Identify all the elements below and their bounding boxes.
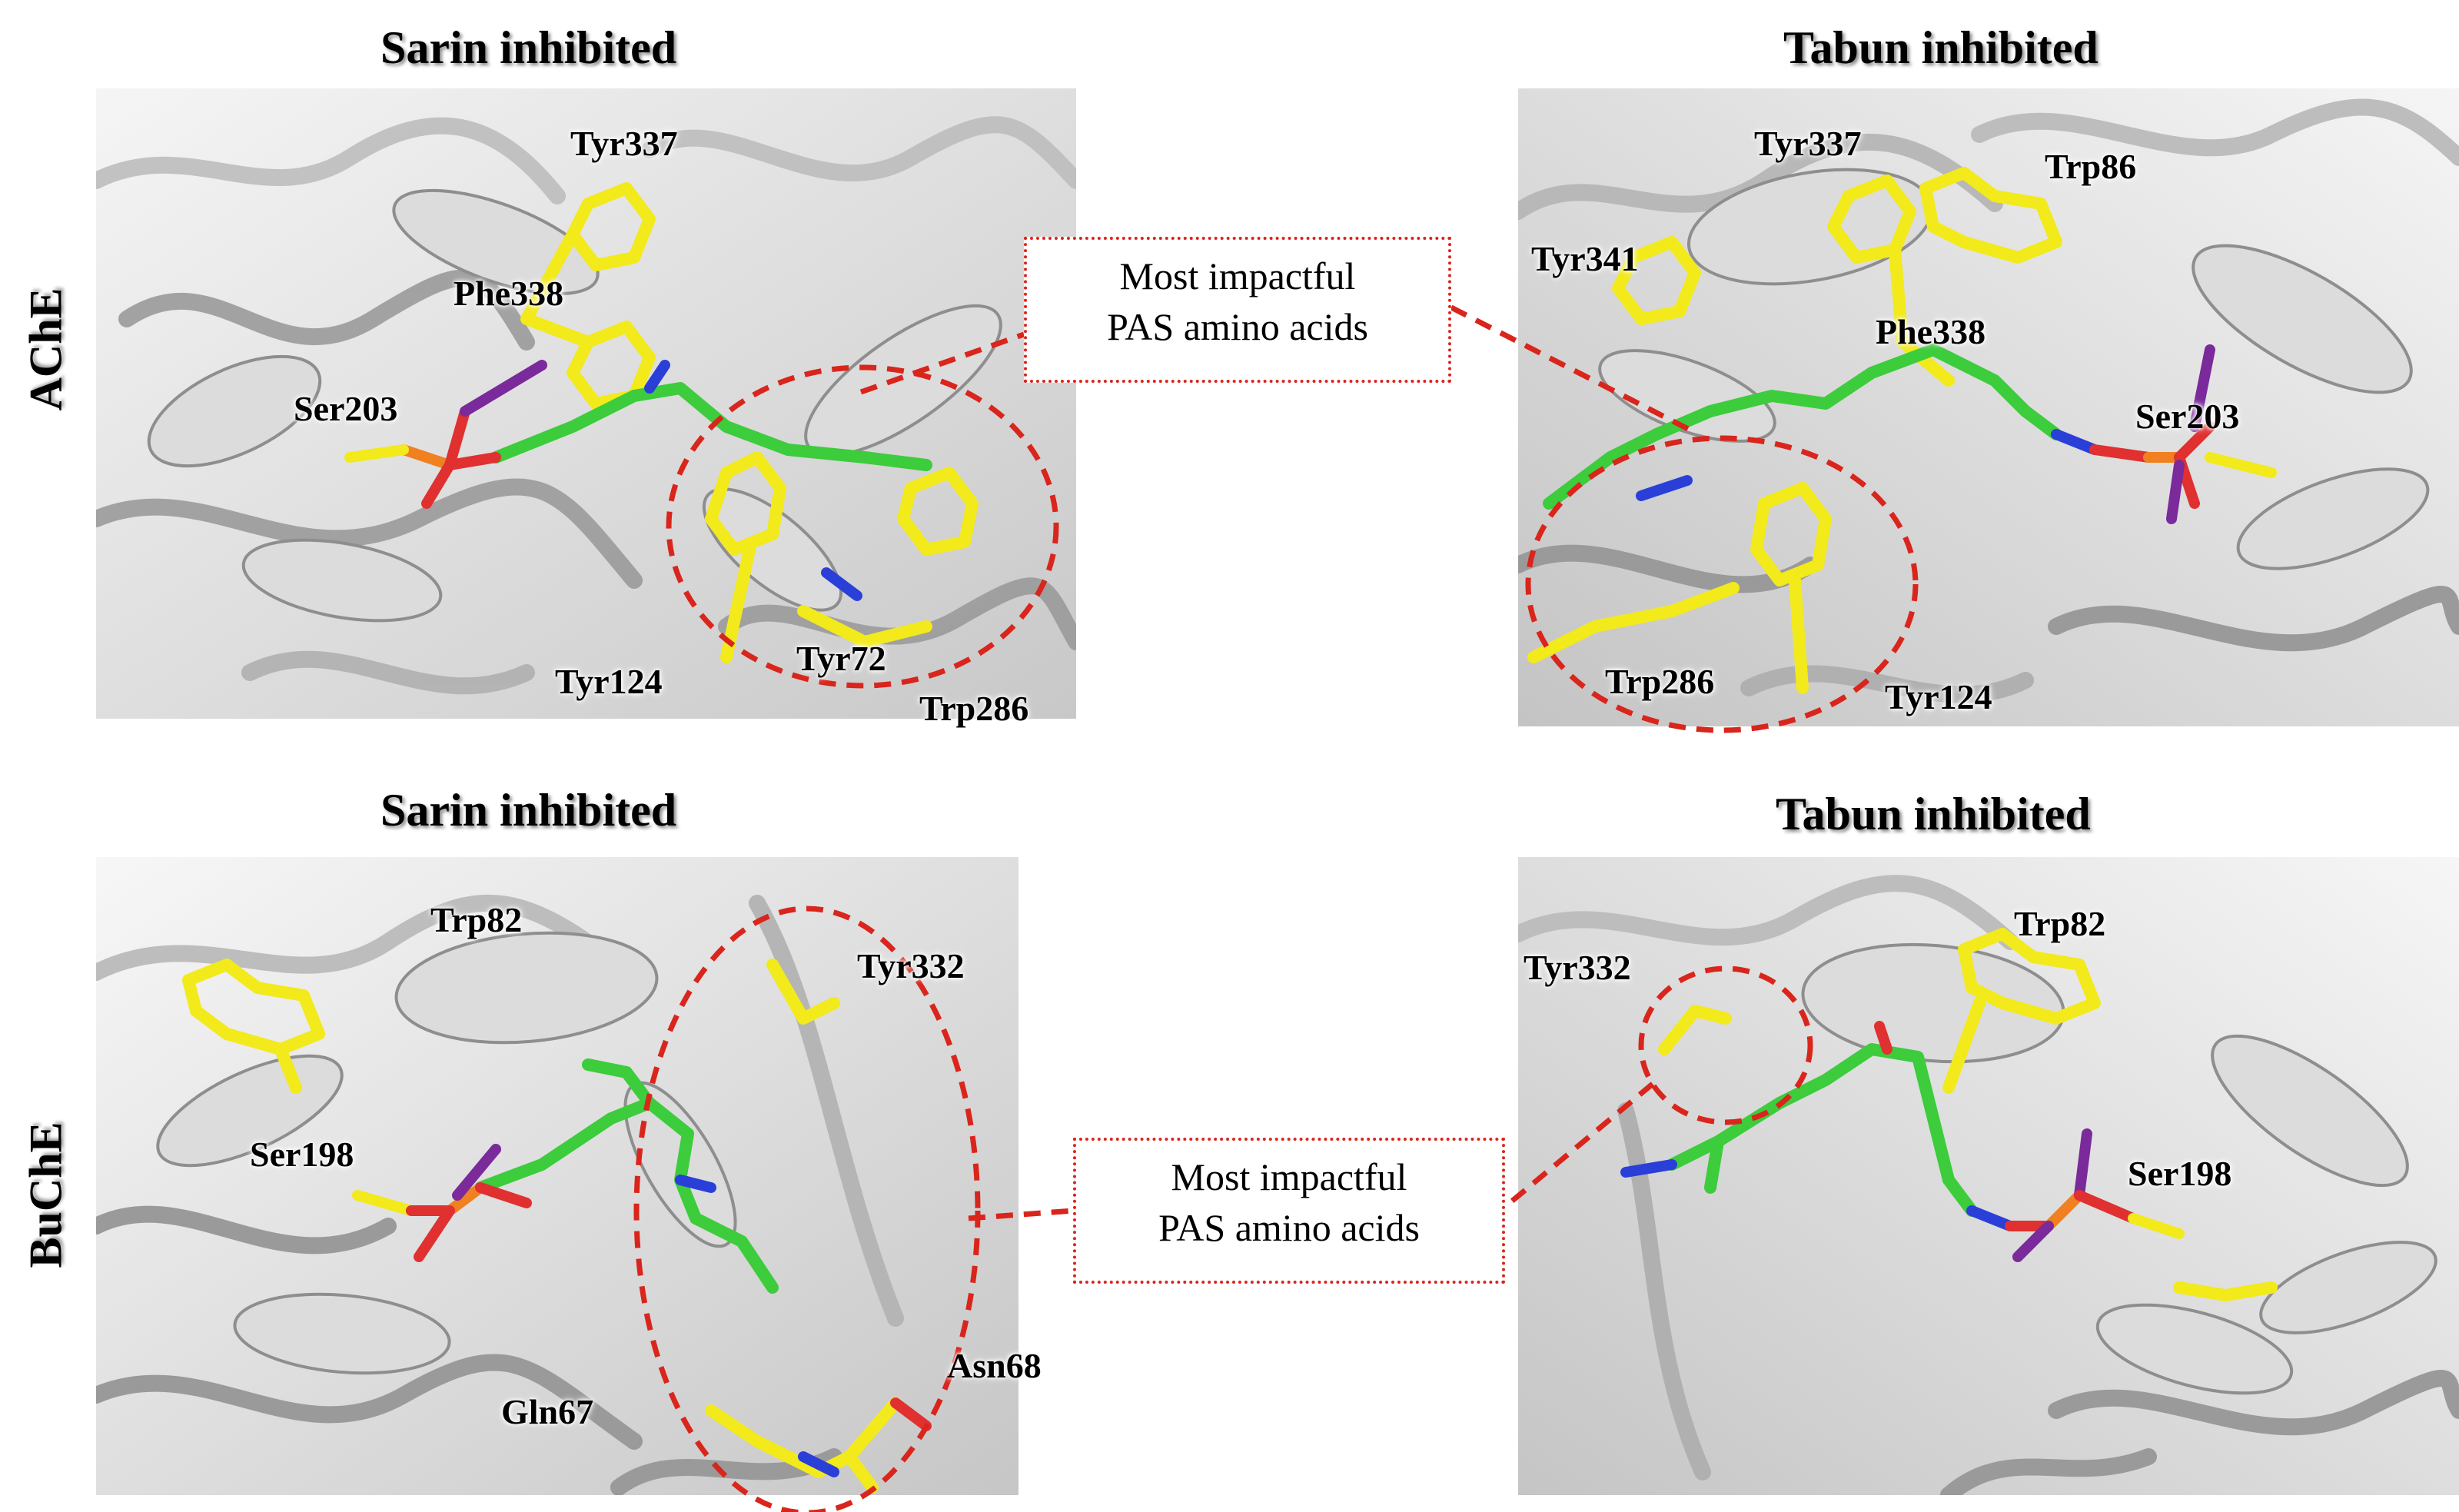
residue-label: Trp286	[1605, 662, 1715, 701]
residue-label: Gln67	[501, 1392, 594, 1431]
callout-box-bottom: Most impactful PAS amino acids	[1073, 1138, 1505, 1284]
row-label-ache: AChE	[20, 287, 71, 411]
residue-label: Tyr124	[555, 662, 663, 701]
title-ache-tabun: Tabun inhibited	[1783, 22, 2098, 73]
title-buche-tabun: Tabun inhibited	[1776, 789, 2091, 839]
title-ache-sarin: Sarin inhibited	[380, 22, 677, 73]
residue-label: Tyr341	[1531, 239, 1639, 278]
title-buche-sarin: Sarin inhibited	[380, 785, 677, 836]
callout-line1: Most impactful	[1171, 1155, 1407, 1198]
residue-label: Ser203	[2135, 397, 2240, 436]
callout-line2: PAS amino acids	[1158, 1206, 1420, 1249]
protein-structure-buche-tabun	[1518, 857, 2459, 1495]
residue-label: Trp82	[430, 900, 523, 939]
residue-label: Ser198	[250, 1135, 354, 1174]
residue-label: Asn68	[947, 1346, 1042, 1385]
residue-label: Tyr332	[857, 946, 965, 985]
residue-label: Trp86	[2045, 147, 2137, 186]
residue-label: Ser198	[2128, 1154, 2232, 1193]
panel-ache-sarin	[96, 88, 1076, 719]
callout-box-top: Most impactful PAS amino acids	[1024, 237, 1451, 383]
residue-label: Tyr124	[1885, 677, 1992, 716]
protein-structure-ache-tabun	[1518, 88, 2459, 726]
residue-label: Tyr337	[1754, 124, 1862, 163]
residue-label: Phe338	[1876, 312, 1986, 351]
panel-ache-tabun	[1518, 88, 2459, 726]
residue-label: Trp286	[919, 689, 1029, 728]
residue-label: Phe338	[454, 274, 564, 313]
residue-label: Ser203	[294, 389, 398, 428]
panel-buche-tabun	[1518, 857, 2459, 1495]
residue-label: Trp82	[2014, 904, 2106, 943]
protein-structure-ache-sarin	[96, 88, 1076, 719]
residue-label: Tyr72	[796, 639, 886, 678]
callout-line2: PAS amino acids	[1107, 305, 1368, 348]
residue-label: Tyr332	[1524, 948, 1631, 987]
callout-line1: Most impactful	[1119, 254, 1356, 297]
row-label-buche: BuChE	[20, 1122, 71, 1268]
residue-label: Tyr337	[570, 124, 678, 163]
